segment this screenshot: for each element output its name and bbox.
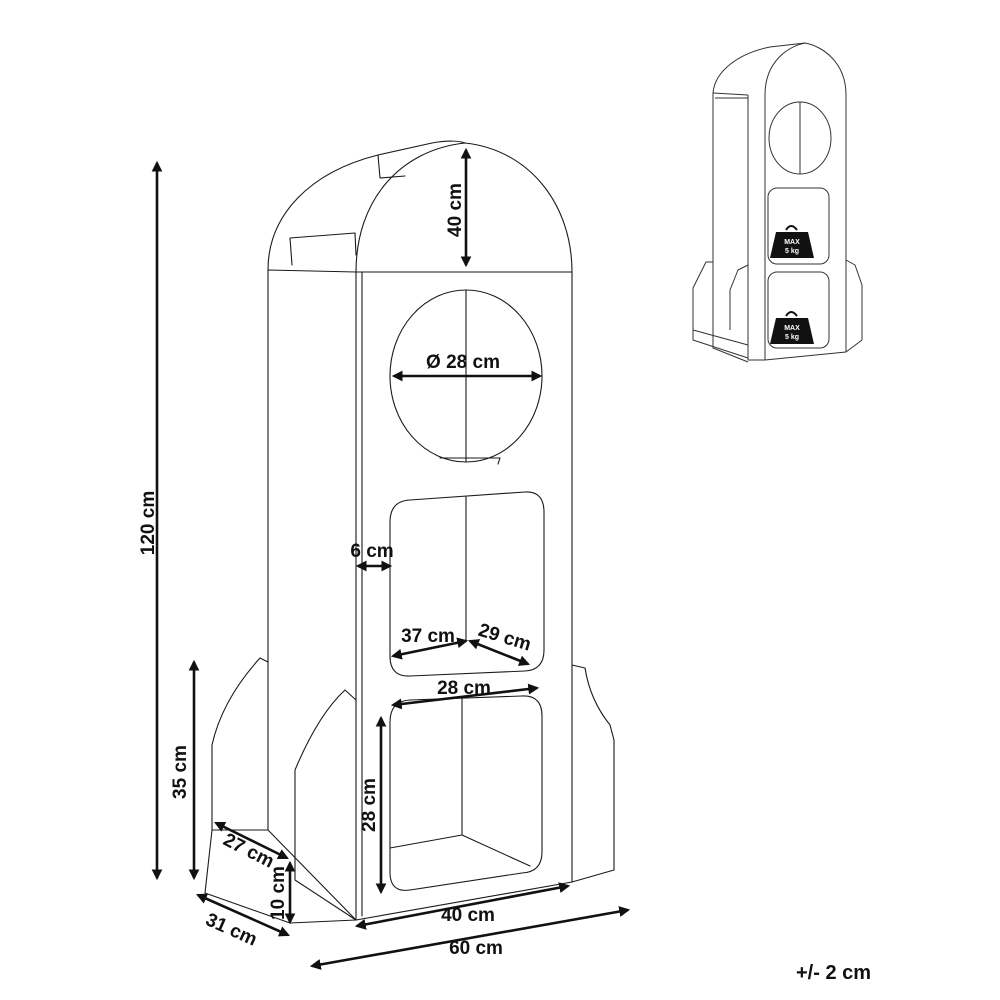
dim-arrow-fin-depth (214, 821, 289, 860)
dim-arrow-shelf-depth (390, 637, 469, 660)
dim-arrow-side-depth (196, 893, 290, 937)
max-load-bottom-line1: MAX (784, 325, 800, 332)
dimension-lines (151, 147, 631, 970)
dimension-labels: 120 cm 40 cm Ø 28 cm 6 cm 37 cm 29 cm 28… (138, 183, 533, 959)
label-circle-diameter: Ø 28 cm (426, 352, 500, 373)
label-base-height: 10 cm (268, 866, 289, 920)
label-compartment-width: 28 cm (437, 678, 491, 699)
label-shelf-width: 29 cm (476, 620, 534, 656)
right-fin (571, 664, 615, 883)
label-compartment-height: 28 cm (359, 778, 380, 832)
weight-icon-top: MAX 5 kg (770, 225, 814, 258)
max-load-bottom-line2: 5 kg (785, 334, 799, 341)
left-side-panel (267, 269, 357, 921)
rocket-shelf-outline (204, 140, 615, 924)
thumbnail-illustration: MAX 5 kg MAX 5 kg (692, 42, 863, 363)
weight-icon-bottom: MAX 5 kg (770, 311, 814, 344)
dim-arrow-shelf-width (467, 639, 531, 666)
label-front-width: 40 cm (441, 905, 495, 926)
left-front-fin (294, 689, 357, 921)
nose-cone-back (267, 140, 466, 271)
middle-compartment (389, 491, 545, 677)
label-wall-thickness: 6 cm (350, 541, 393, 562)
max-load-top-line1: MAX (784, 239, 800, 246)
label-total-width: 60 cm (449, 938, 503, 959)
back-fin (211, 657, 269, 831)
label-shelf-depth: 37 cm (401, 626, 455, 647)
label-total-height: 120 cm (138, 491, 159, 555)
dim-arrow-compartment-width (390, 683, 540, 710)
label-top-height: 40 cm (445, 183, 466, 237)
label-fin-height: 35 cm (170, 745, 191, 799)
tolerance-note: +/- 2 cm (796, 962, 872, 984)
dim-arrow-total-width (309, 906, 631, 970)
max-load-top-line2: 5 kg (785, 248, 799, 255)
bottom-compartment (389, 695, 543, 891)
label-side-depth: 31 cm (202, 909, 260, 950)
